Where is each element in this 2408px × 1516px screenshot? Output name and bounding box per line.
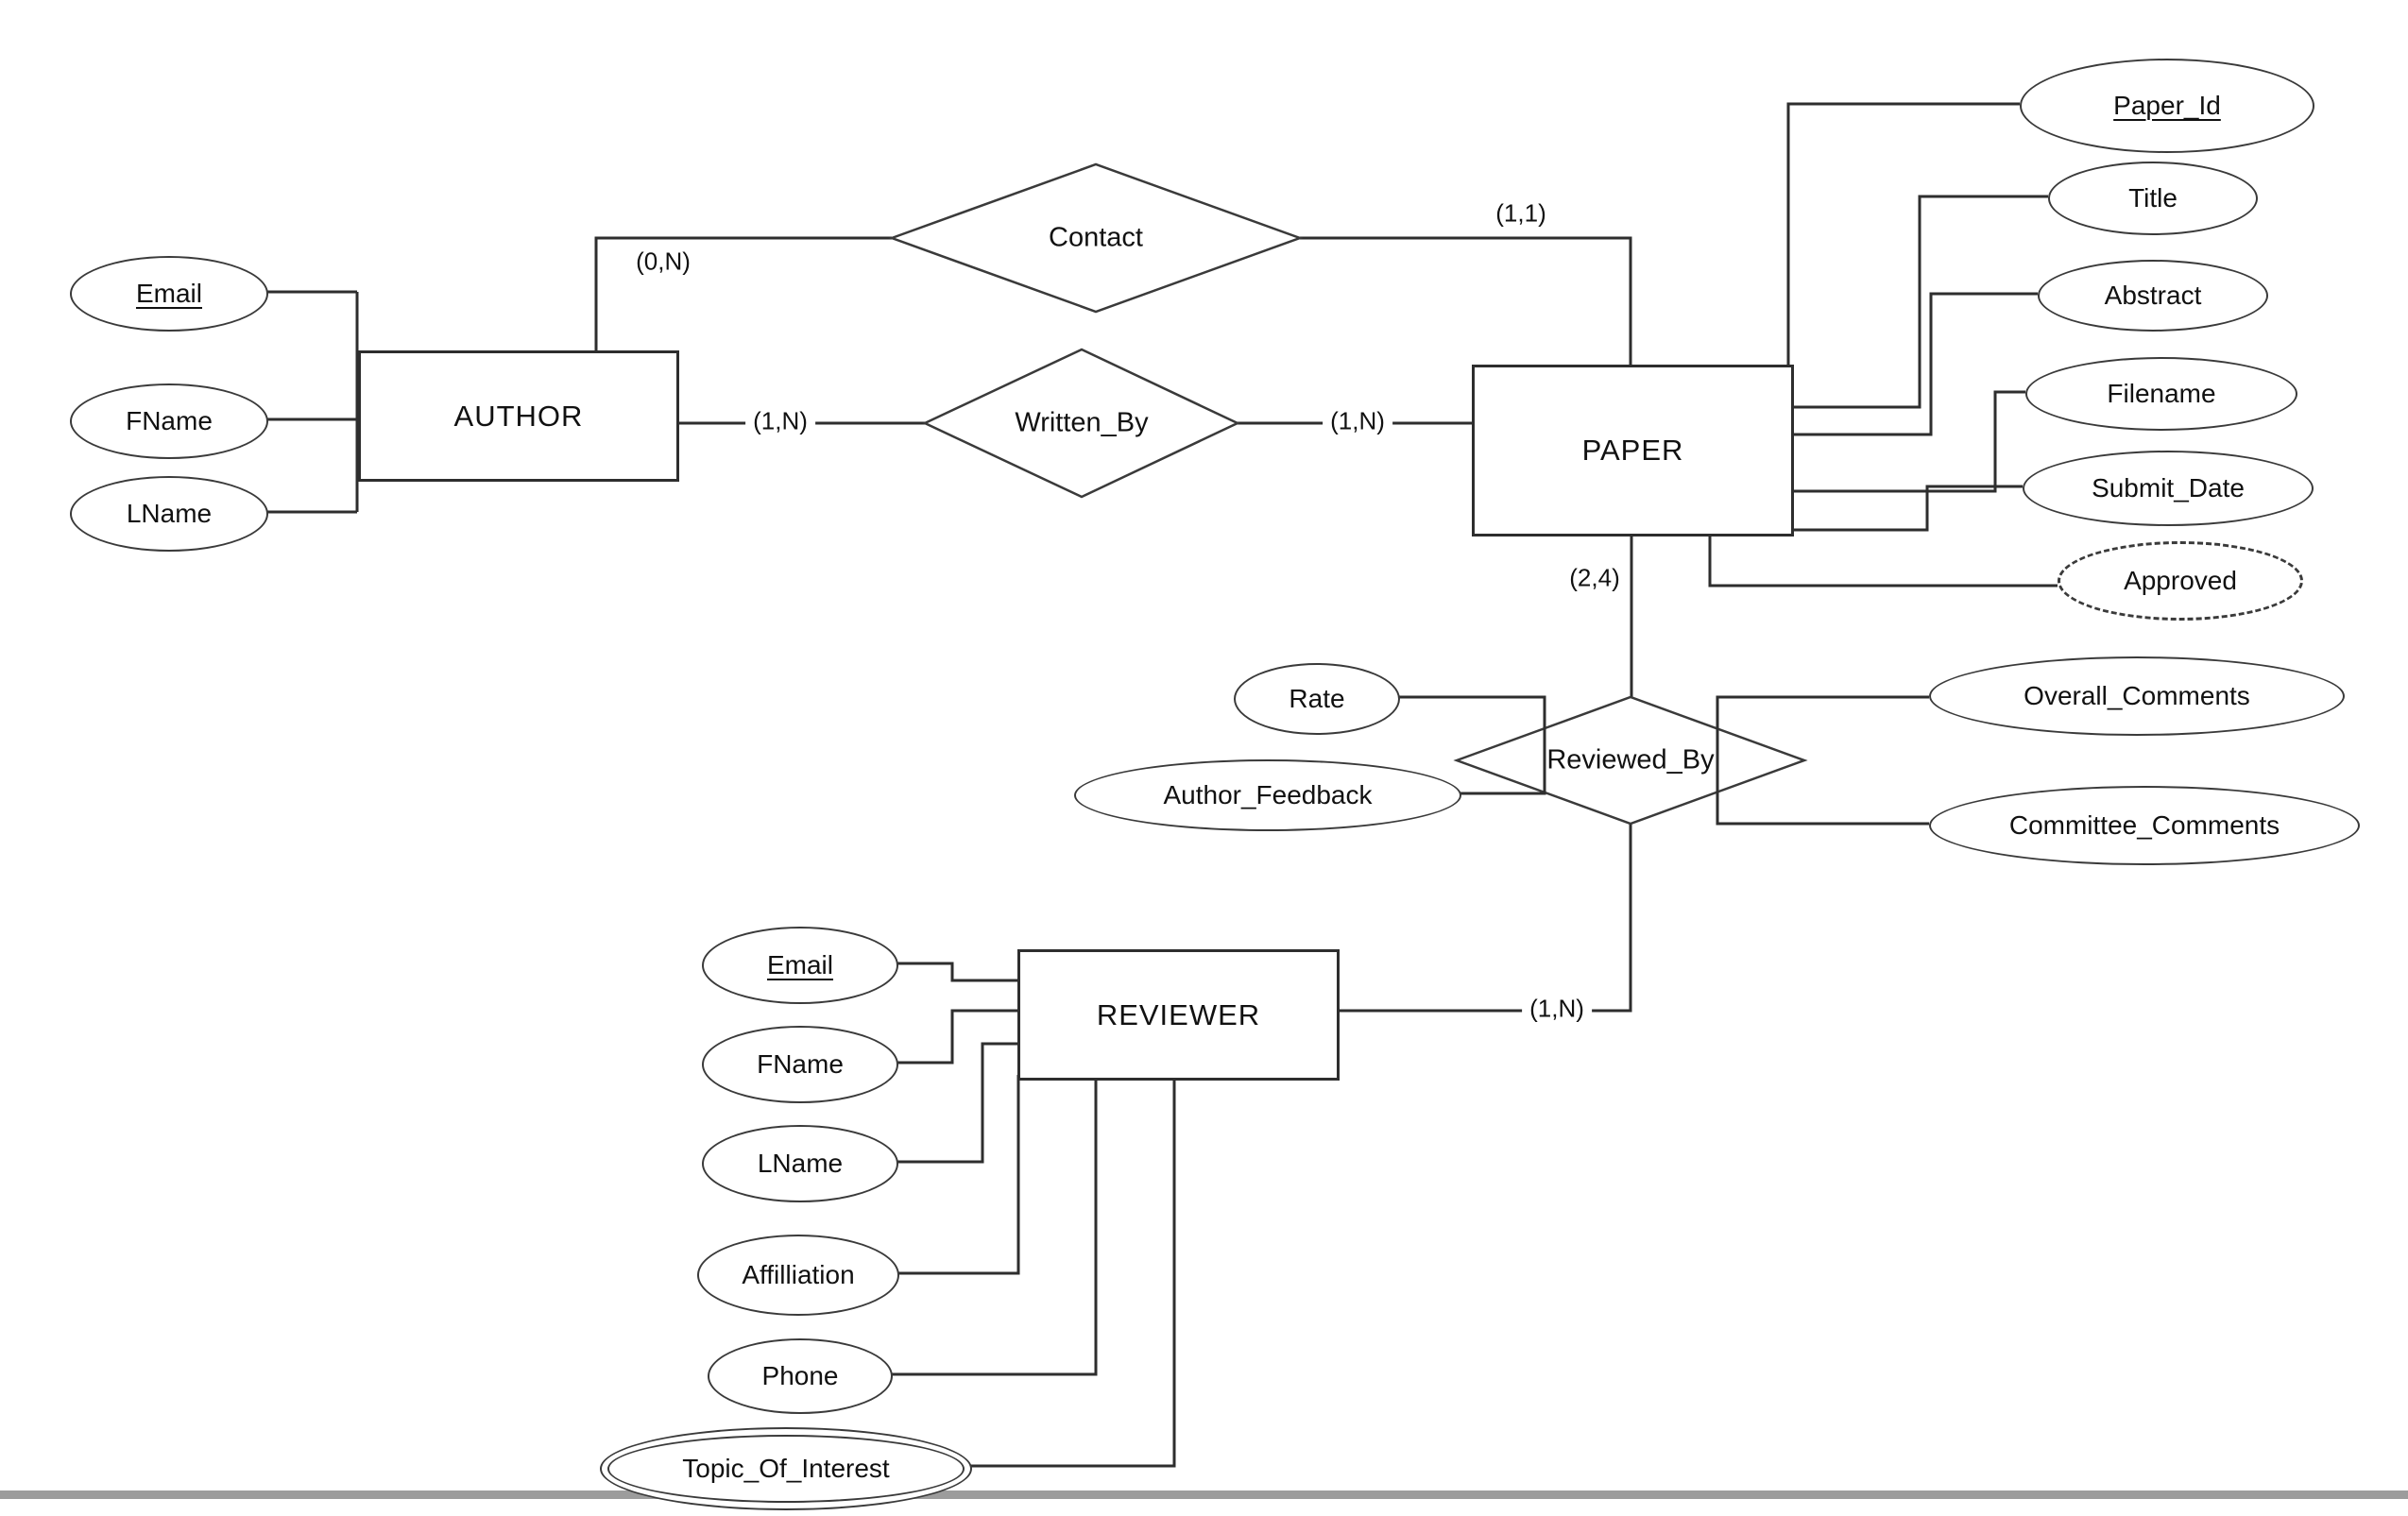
relationship-written-by-label: Written_By bbox=[1015, 407, 1149, 438]
entity-author-label: AUTHOR bbox=[453, 399, 584, 433]
attribute-reviewedby-author-feedback: Author_Feedback bbox=[1074, 759, 1461, 831]
attribute-paper-paperid: Paper_Id bbox=[2020, 59, 2314, 153]
entity-reviewer-label: REVIEWER bbox=[1096, 997, 1261, 1031]
entity-paper: PAPER bbox=[1472, 365, 1794, 537]
connector-reviewedby-rate-feedback bbox=[1396, 695, 1546, 795]
relationship-reviewed-by-label: Reviewed_By bbox=[1546, 744, 1715, 775]
relationship-contact-diamond bbox=[888, 162, 1304, 314]
attribute-paper-submitdate: Submit_Date bbox=[2023, 451, 2314, 526]
attribute-reviewedby-committee-comments: Committee_Comments bbox=[1929, 786, 2360, 865]
connector-paper-filename bbox=[1790, 390, 2025, 493]
cardinality-author-writtenby: (1,N) bbox=[745, 406, 815, 436]
attribute-reviewer-email: Email bbox=[702, 927, 898, 1004]
connector-reviewer-lname bbox=[894, 1042, 1017, 1164]
attribute-paper-title: Title bbox=[2048, 162, 2258, 235]
footer-divider-bar bbox=[0, 1490, 2408, 1499]
connector-contact-paper bbox=[1300, 236, 1632, 366]
relationship-contact-label: Contact bbox=[1049, 222, 1143, 253]
attribute-paper-filename: Filename bbox=[2025, 357, 2297, 431]
connector-reviewer-phone bbox=[889, 1075, 1098, 1376]
cardinality-author-contact: (0,N) bbox=[636, 247, 691, 276]
connector-author-contact bbox=[594, 236, 892, 351]
connector-reviewer-fname bbox=[894, 1009, 1017, 1065]
attribute-reviewer-phone: Phone bbox=[708, 1338, 893, 1414]
relationship-written-by-diamond bbox=[922, 348, 1240, 499]
attribute-author-email: Email bbox=[70, 256, 268, 332]
entity-paper-label: PAPER bbox=[1581, 434, 1684, 467]
cardinality-paper-writtenby: (1,N) bbox=[1323, 406, 1392, 436]
connector-paper-submitdate bbox=[1788, 485, 2023, 532]
connector-paper-abstract bbox=[1790, 292, 2038, 436]
connector-paper-title bbox=[1790, 195, 2048, 409]
connector-reviewer-email bbox=[894, 962, 1017, 982]
entity-author: AUTHOR bbox=[358, 350, 679, 482]
cardinality-paper-reviewedby: (2,4) bbox=[1569, 563, 1620, 592]
attribute-author-fname: FName bbox=[70, 383, 268, 459]
entity-reviewer: REVIEWER bbox=[1017, 949, 1340, 1081]
connector-reviewedby-reviewer bbox=[1334, 824, 1632, 1013]
attribute-paper-approved: Approved bbox=[2058, 541, 2303, 621]
attribute-reviewer-affilliation: Affilliation bbox=[697, 1235, 899, 1316]
connector-paper-approved bbox=[1708, 530, 2058, 588]
attribute-paper-abstract: Abstract bbox=[2038, 260, 2268, 332]
cardinality-reviewer-reviewedby: (1,N) bbox=[1522, 994, 1592, 1024]
cardinality-paper-contact: (1,1) bbox=[1495, 198, 1546, 228]
attribute-reviewer-lname: LName bbox=[702, 1125, 898, 1202]
attribute-reviewedby-overall-comments: Overall_Comments bbox=[1929, 656, 2345, 736]
attribute-reviewer-topic-of-interest-inner: Topic_Of_Interest bbox=[607, 1435, 965, 1503]
attribute-author-lname: LName bbox=[70, 476, 268, 552]
attribute-reviewedby-rate: Rate bbox=[1234, 663, 1400, 735]
connector-reviewer-affilliation bbox=[895, 1075, 1020, 1275]
connector-reviewer-topic bbox=[957, 1075, 1176, 1468]
connector-reviewedby-comments bbox=[1716, 695, 1929, 826]
connector-paper-paperid bbox=[1786, 102, 2020, 366]
attribute-reviewer-topic-of-interest: Topic_Of_Interest bbox=[600, 1427, 972, 1510]
attribute-reviewer-fname: FName bbox=[702, 1026, 898, 1103]
